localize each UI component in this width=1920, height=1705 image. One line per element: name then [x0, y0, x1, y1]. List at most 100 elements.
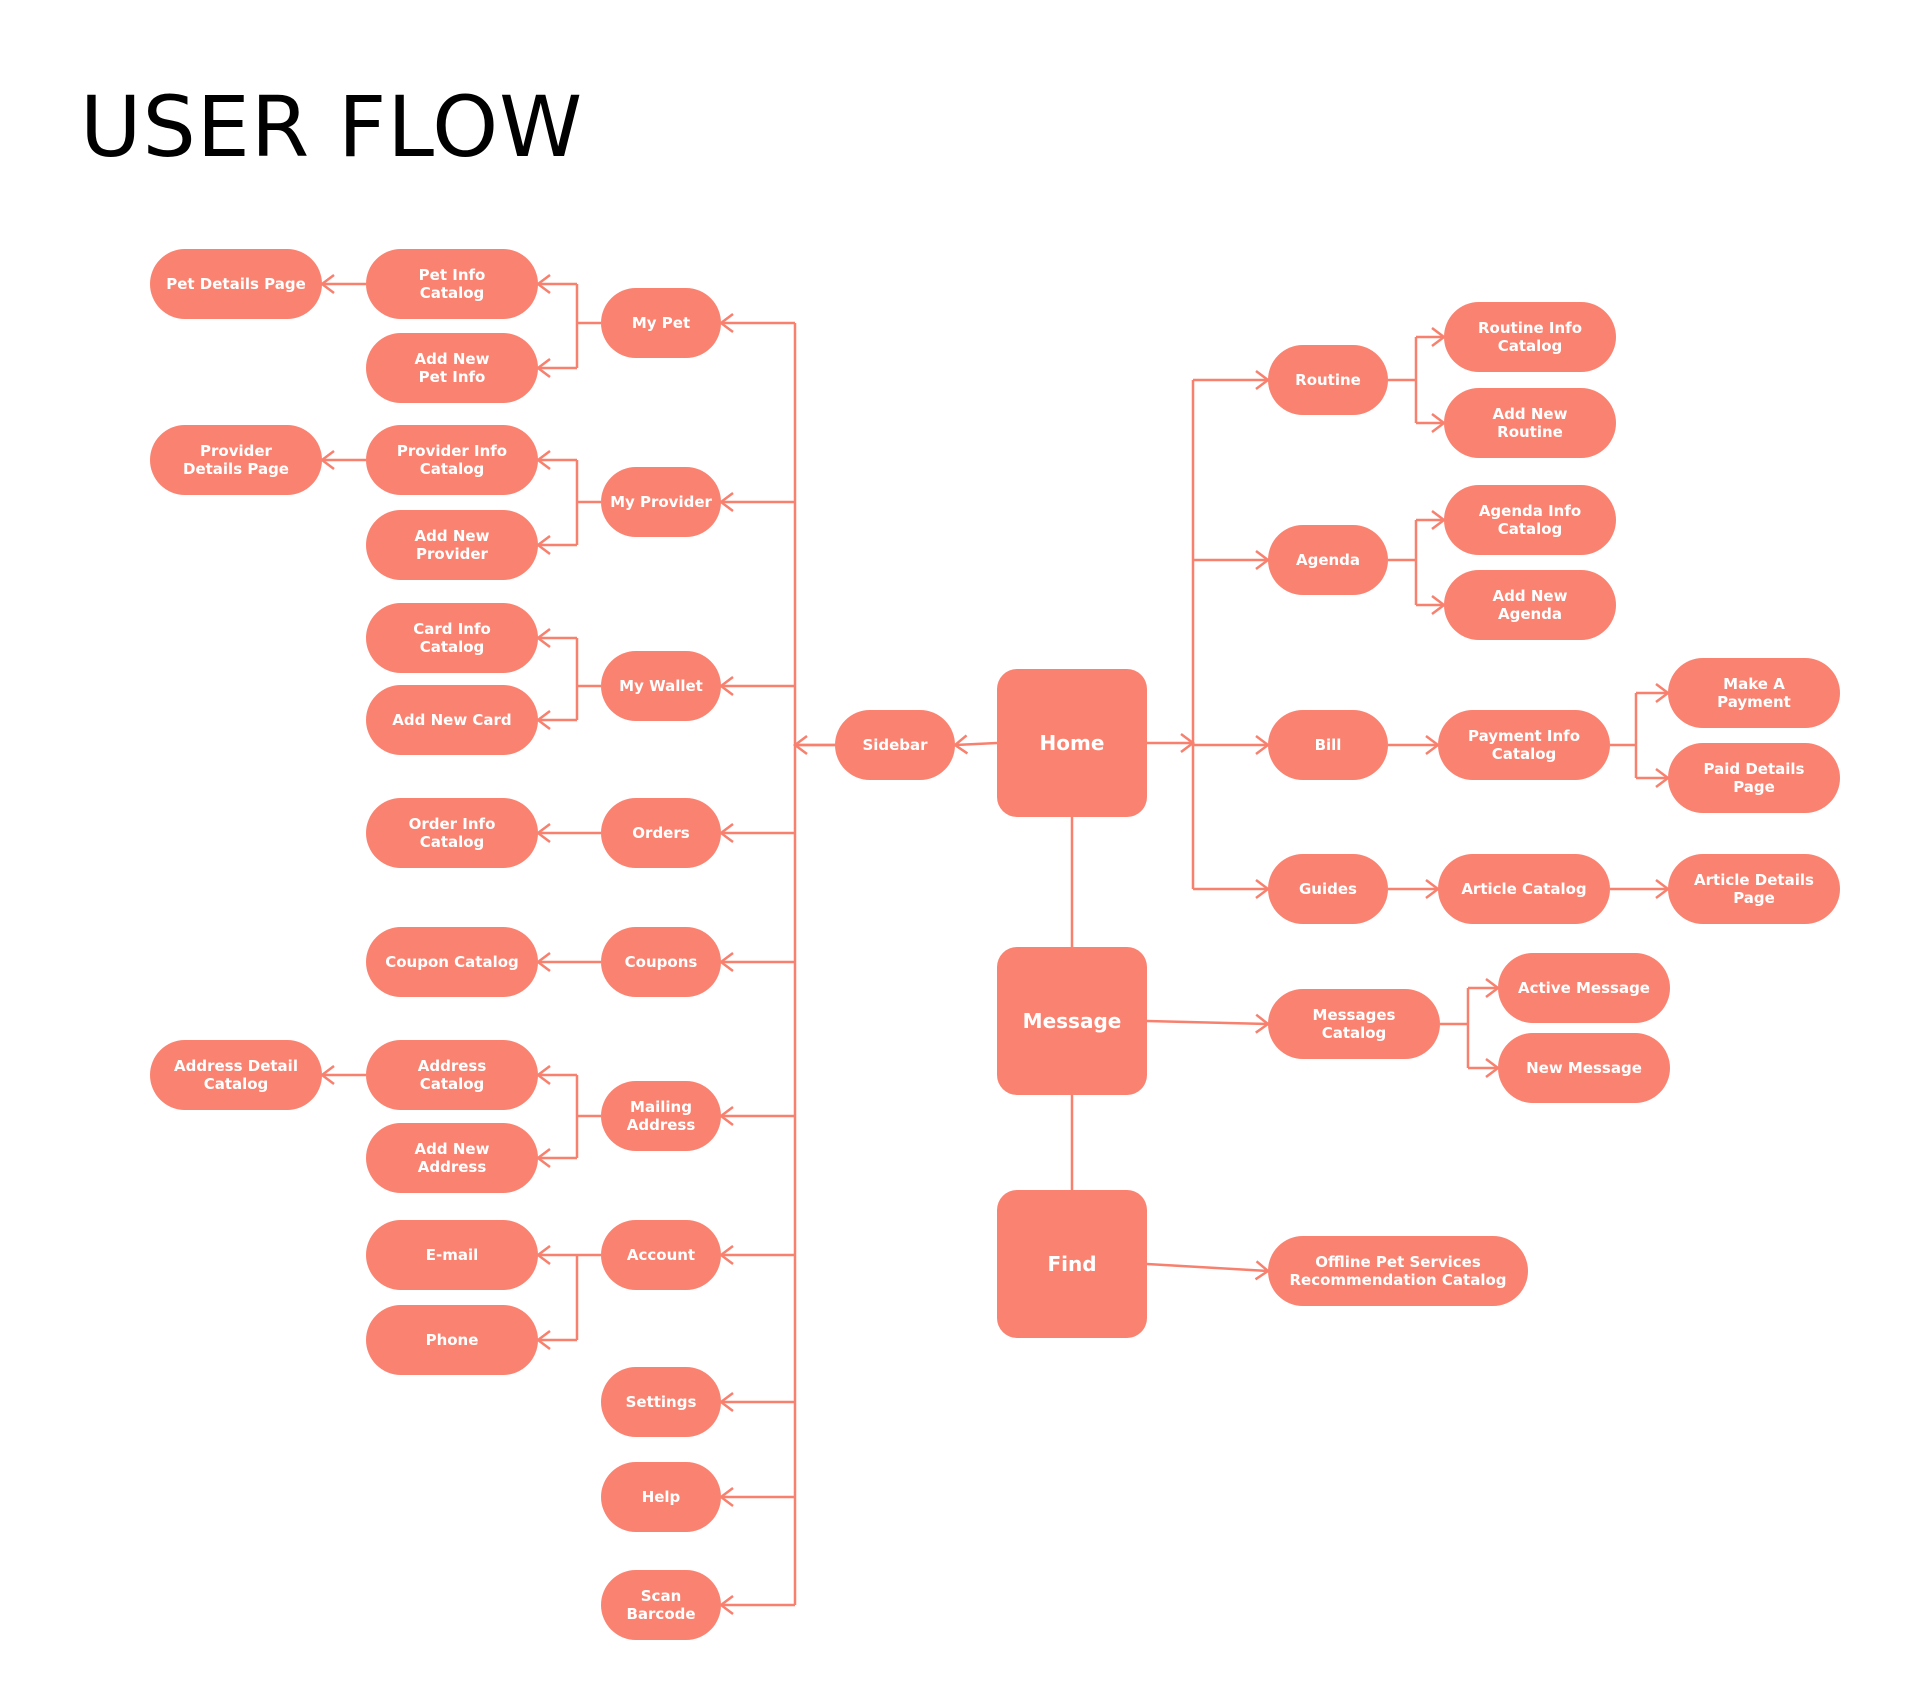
node-settings: Settings: [601, 1367, 721, 1437]
node-shape: [1268, 854, 1388, 924]
node-label: Recommendation Catalog: [1289, 1271, 1506, 1289]
node-label: Messages: [1313, 1006, 1396, 1024]
node-shape: [601, 467, 721, 537]
node-shape: [601, 1570, 721, 1640]
node-label: Catalog: [420, 1075, 485, 1093]
node-shape: [366, 425, 538, 495]
node-shape: [601, 1367, 721, 1437]
node-label: Page: [1733, 889, 1775, 907]
node-orders: Orders: [601, 798, 721, 868]
node-label: Pet Info: [419, 266, 486, 284]
node-bill: Bill: [1268, 710, 1388, 780]
node-shape: [1498, 1033, 1670, 1103]
node-label: Active Message: [1518, 979, 1650, 997]
node-coupon-catalog: Coupon Catalog: [366, 927, 538, 997]
node-home: Home: [997, 669, 1147, 817]
node-label: Orders: [632, 824, 689, 842]
node-label: Coupons: [625, 953, 698, 971]
node-active-message: Active Message: [1498, 953, 1670, 1023]
node-shape: [601, 1220, 721, 1290]
node-shape: [150, 1040, 322, 1110]
node-shape: [366, 798, 538, 868]
node-label: Add New: [415, 527, 490, 545]
node-shape: [1438, 710, 1610, 780]
node-label: New Message: [1526, 1059, 1642, 1077]
node-shape: [366, 927, 538, 997]
node-label: Help: [642, 1488, 681, 1506]
node-shape: [150, 249, 322, 319]
node-shape: [366, 510, 538, 580]
node-my-pet: My Pet: [601, 288, 721, 358]
node-label: Add New Card: [392, 711, 511, 729]
node-shape: [601, 288, 721, 358]
node-label: Catalog: [1322, 1024, 1387, 1042]
node-shape: [835, 710, 955, 780]
node-label: Agenda: [1296, 551, 1360, 569]
node-shape: [1444, 570, 1616, 640]
node-article-catalog: Article Catalog: [1438, 854, 1610, 924]
node-label: Guides: [1299, 880, 1357, 898]
node-email: E-mail: [366, 1220, 538, 1290]
node-shape: [1268, 345, 1388, 415]
node-shape: [366, 1220, 538, 1290]
node-shape: [1268, 1236, 1528, 1306]
node-shape: [601, 651, 721, 721]
node-label: Card Info: [413, 620, 491, 638]
node-label: Routine Info: [1478, 319, 1582, 337]
node-shape: [366, 1123, 538, 1193]
node-label: Payment Info: [1468, 727, 1580, 745]
node-shape: [1268, 525, 1388, 595]
node-shape: [601, 798, 721, 868]
node-label: My Wallet: [619, 677, 703, 695]
node-label: Add New: [415, 1140, 490, 1158]
node-shape: [1268, 989, 1440, 1059]
node-shape: [1438, 854, 1610, 924]
node-label: Barcode: [626, 1605, 695, 1623]
node-label: Catalog: [420, 284, 485, 302]
node-label: Article Details: [1694, 871, 1814, 889]
node-label: Add New: [415, 350, 490, 368]
node-agenda: Agenda: [1268, 525, 1388, 595]
node-shape: [1444, 485, 1616, 555]
node-label: Sidebar: [862, 736, 928, 754]
node-shape: [1668, 658, 1840, 728]
node-shape: [1444, 302, 1616, 372]
node-shape: [601, 927, 721, 997]
node-pet-details-page: Pet Details Page: [150, 249, 322, 319]
node-shape: [366, 1040, 538, 1110]
node-label: Catalog: [1492, 745, 1557, 763]
node-label: My Pet: [632, 314, 690, 332]
node-find: Find: [997, 1190, 1147, 1338]
arrow-message-to-catalog: [1146, 1013, 1271, 1034]
connector-lines: [319, 274, 1671, 1615]
node-shape: [997, 1190, 1147, 1338]
node-shape: [1668, 743, 1840, 813]
node-label: Make A: [1723, 675, 1785, 693]
node-message: Message: [997, 947, 1147, 1095]
node-label: Add New: [1493, 405, 1568, 423]
node-add-new-card: Add New Card: [366, 685, 538, 755]
node-label: Address: [627, 1116, 696, 1134]
node-label: My Provider: [610, 493, 712, 511]
node-label: Coupon Catalog: [385, 953, 519, 971]
node-label: Address: [418, 1057, 487, 1075]
node-shape: [366, 685, 538, 755]
arrow-home-to-sidebar: [952, 734, 998, 755]
node-shape: [1668, 854, 1840, 924]
node-label: Settings: [626, 1393, 697, 1411]
node-phone: Phone: [366, 1305, 538, 1375]
